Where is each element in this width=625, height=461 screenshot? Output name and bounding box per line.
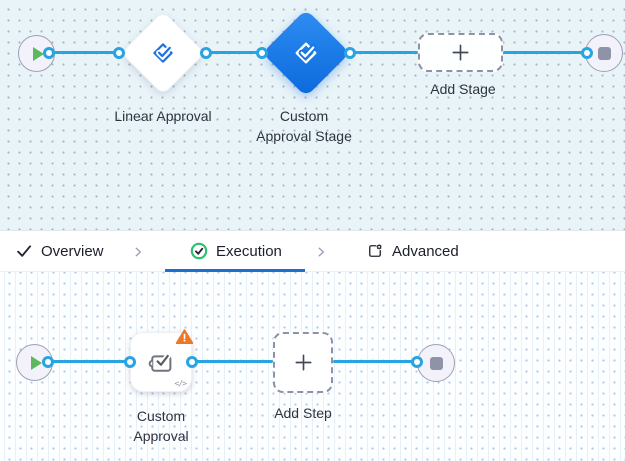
connector-edge [49, 51, 119, 54]
plus-icon [294, 354, 312, 371]
connection-port[interactable] [200, 47, 212, 59]
node-custom-approval-stage-selected[interactable] [262, 9, 350, 97]
connection-port[interactable] [344, 47, 356, 59]
connection-port[interactable] [43, 47, 55, 59]
tab-overview-label: Overview [41, 242, 104, 260]
stop-icon [597, 46, 611, 60]
connection-port[interactable] [42, 356, 54, 368]
tab-advanced-label: Advanced [392, 242, 459, 260]
stage-canvas[interactable]: Linear Approval Custom Approval Stage Ad… [0, 0, 625, 230]
connection-port[interactable] [113, 47, 125, 59]
custom-approval-stage-label: Custom Approval Stage [256, 108, 352, 144]
tab-execution-label: Execution [216, 242, 282, 260]
connector-edge [503, 51, 587, 54]
node-linear-approval[interactable] [120, 10, 206, 96]
end-node[interactable] [417, 344, 455, 382]
connector-edge [206, 51, 262, 54]
connection-port[interactable] [256, 47, 268, 59]
execution-status-icon [190, 242, 208, 260]
plus-icon [452, 44, 469, 61]
play-icon [30, 355, 42, 370]
custom-approval-label: Custom Approval [133, 408, 189, 444]
warning-icon[interactable] [175, 328, 194, 345]
connection-port[interactable] [411, 356, 423, 368]
tab-advanced[interactable]: Advanced [366, 231, 459, 271]
add-stage-button[interactable] [418, 33, 503, 72]
stop-icon [429, 356, 443, 370]
tab-overview[interactable]: Overview [15, 231, 104, 271]
stage-tab-bar: Overview Execution Advanced [0, 230, 625, 272]
play-icon [32, 46, 44, 61]
connection-port[interactable] [581, 47, 593, 59]
approval-stage-icon [295, 42, 317, 64]
linear-approval-label: Linear Approval [114, 108, 212, 124]
step-canvas[interactable]: </> Custom Approval Add Step [0, 272, 625, 461]
connector-edge [333, 360, 417, 363]
add-step-button[interactable] [273, 332, 333, 393]
code-icon: </> [174, 379, 187, 388]
active-tab-underline [165, 269, 305, 272]
tab-execution[interactable]: Execution [190, 231, 282, 271]
chevron-right-icon [135, 247, 142, 257]
chevron-right-icon [318, 247, 325, 257]
connector-edge [350, 51, 418, 54]
connection-port[interactable] [124, 356, 136, 368]
add-step-label: Add Step [274, 405, 332, 421]
overview-check-icon [17, 245, 32, 257]
approval-stage-icon [153, 43, 173, 63]
add-stage-label: Add Stage [430, 81, 496, 97]
connection-port[interactable] [186, 356, 198, 368]
advanced-settings-icon [369, 244, 382, 257]
connector-edge [48, 360, 130, 363]
connector-edge [192, 360, 273, 363]
custom-approval-icon [148, 353, 172, 372]
